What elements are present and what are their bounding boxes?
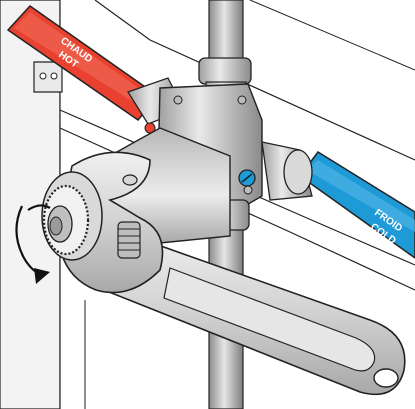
worm-screw [117,221,141,259]
cold-pipe: FROID COLD [298,151,415,259]
mounting-bracket [33,61,63,93]
rotation-arrow-icon [15,204,51,284]
knurled-nut [41,171,103,261]
